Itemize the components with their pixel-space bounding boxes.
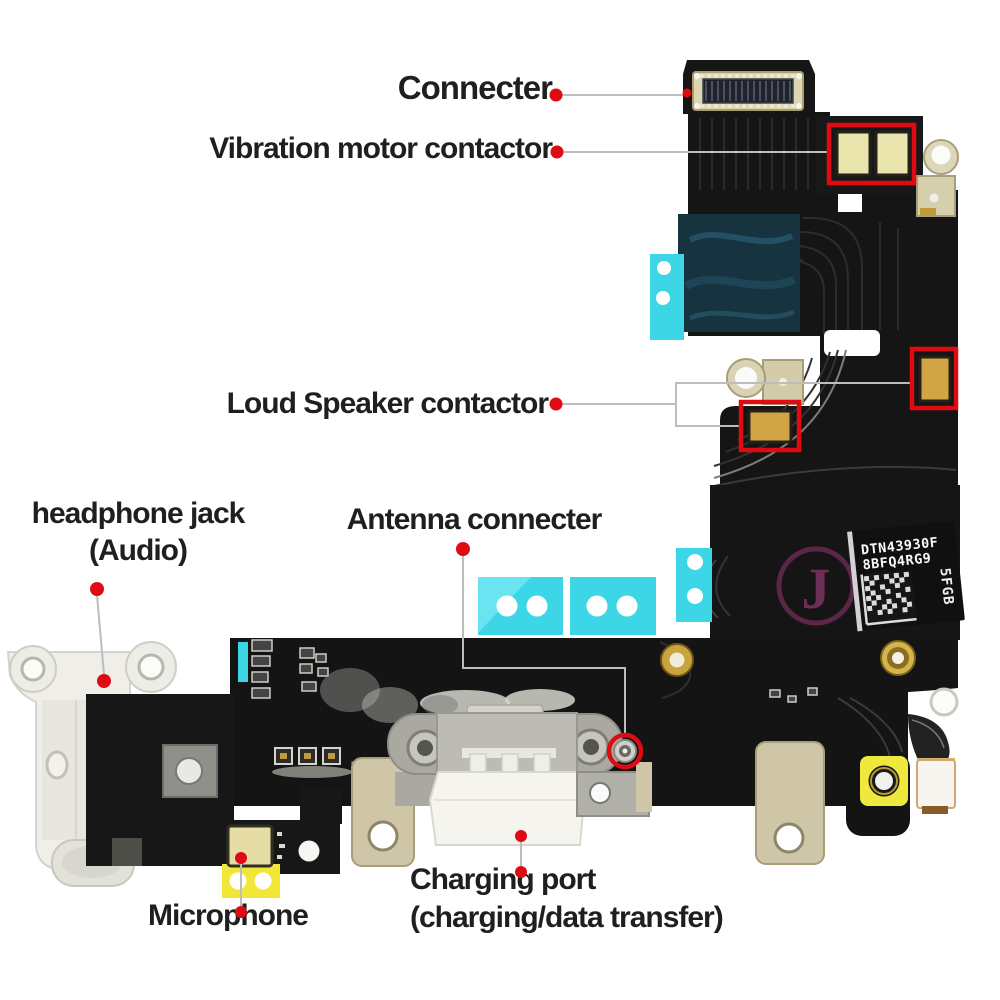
label-antenna-connector: Antenna connecter (346, 503, 603, 536)
red-dot (90, 582, 104, 596)
label-headphone-jack-line1: headphone jack (31, 497, 246, 530)
loud-speaker-pads-part (713, 330, 958, 490)
highlight-circle-antenna (606, 732, 644, 770)
watermark-letter: J (802, 556, 831, 621)
label-charging-port-line2: (charging/data transfer) (410, 901, 724, 934)
screw-bracket-top (916, 139, 959, 217)
adhesive-tapes (478, 254, 712, 635)
red-dot (97, 674, 111, 688)
label-charging-port-line1: Charging port (410, 863, 596, 896)
label-loud-speaker-contactor: Loud Speaker contactor (226, 387, 549, 420)
screw-bracket-mid (726, 358, 804, 405)
label-headphone-jack-line2: (Audio) (89, 534, 188, 567)
leader-line-antenna (462, 555, 626, 734)
datamatrix-code (860, 569, 917, 626)
label-headphone-jack: headphone jack (Audio) (8, 495, 268, 569)
label-microphone: Microphone (148, 899, 309, 932)
label-vibration-motor-contactor: Vibration motor contactor (209, 132, 553, 165)
sticker-side-code: 5FGB (936, 567, 956, 606)
red-dot (550, 145, 564, 159)
antenna-connector-part (613, 739, 637, 763)
highlight-box-loud-speaker-left (738, 399, 802, 453)
vibration-contact-pads-part (816, 116, 923, 194)
main-board-part (86, 638, 959, 866)
sticker-code-line1: DTN43930F (860, 534, 939, 558)
red-dot (456, 542, 470, 556)
sticker-code-line2: 8BFQ4RG9 (862, 550, 932, 573)
watermark-logo: J (776, 546, 856, 626)
red-dot (682, 88, 692, 98)
red-dot (515, 830, 527, 842)
headphone-jack-part (6, 641, 177, 887)
leader-line-loud-speaker (562, 382, 911, 427)
red-dot (235, 852, 247, 864)
label-charging-port: Charging port (charging/data transfer) (410, 861, 724, 937)
main-flex-column (703, 485, 960, 640)
logic-connector-part (678, 60, 958, 336)
label-connector: Connecter (397, 69, 553, 106)
highlight-box-vibration (826, 122, 917, 186)
highlight-box-loud-speaker-right (909, 346, 959, 411)
red-dot (549, 397, 563, 411)
leader-line-headphone (96, 594, 105, 676)
charging-port-part (351, 689, 825, 867)
microphone-part (222, 788, 342, 898)
qr-sticker: DTN43930F 8BFQ4RG9 5FGB (847, 520, 965, 632)
